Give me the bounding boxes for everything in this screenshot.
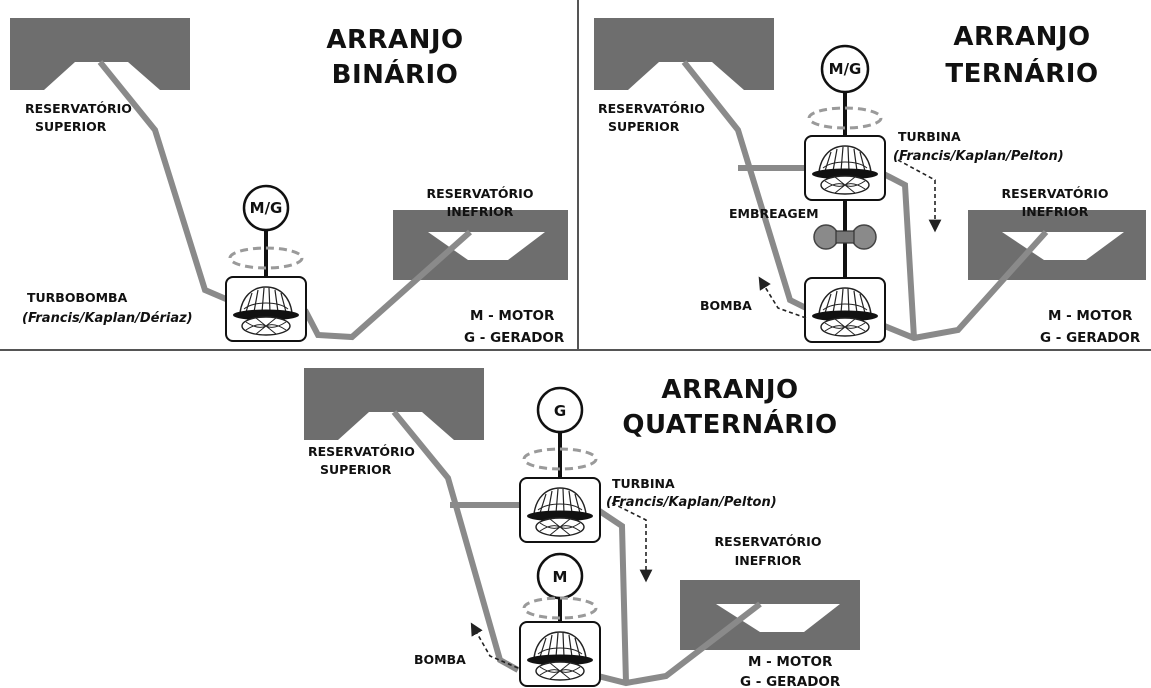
title-line2: QUATERNÁRIO — [622, 408, 837, 440]
upper-reservoir — [304, 368, 484, 440]
binary-panel: M/G ARRANJO BINÁRIO RESERVATÓRIO SUPERIO… — [10, 18, 568, 346]
pump-flow-arrow — [470, 622, 519, 669]
title-line2: BINÁRIO — [332, 58, 459, 90]
motor-generator-circle — [242, 184, 290, 232]
turbine-types: (Francis/Kaplan/Pelton) — [606, 495, 777, 510]
turbine-unit — [519, 477, 601, 543]
pump-unit — [804, 277, 886, 343]
lower-reservoir-label-line2: INEFRIOR — [735, 553, 802, 568]
rotation-indicator — [807, 106, 883, 130]
pump-label: BOMBA — [414, 652, 466, 667]
penstock-pipe — [681, 60, 1049, 342]
upper-reservoir — [594, 18, 774, 90]
upper-reservoir — [10, 18, 190, 90]
motor-generator-circle — [820, 44, 870, 94]
legend-motor: M - MOTOR — [748, 654, 833, 670]
turbine-types: (Francis/Kaplan/Pelton) — [893, 149, 1064, 164]
motor-label: M — [553, 568, 568, 586]
ternary-panel: M/G ARRANJO TERNÁRIO RESERVATÓRIO SUPERI… — [594, 18, 1146, 346]
turbine-flow-arrow — [897, 159, 942, 233]
generator-label: G — [554, 402, 566, 420]
title-line1: ARRANJO — [326, 25, 463, 55]
legend-motor: M - MOTOR — [470, 308, 555, 324]
turbine-rotation-indicator — [522, 447, 598, 471]
pump-unit — [519, 621, 601, 687]
turbopump-label: TURBOBOMBA — [27, 290, 128, 305]
title-line2: TERNÁRIO — [945, 57, 1098, 89]
title-line1: ARRANJO — [953, 22, 1090, 52]
legend-generator: G - GERADOR — [740, 674, 841, 688]
turbine-unit — [804, 135, 886, 201]
lower-reservoir-label-line1: RESERVATÓRIO — [1002, 186, 1109, 201]
pump-rotation-indicator — [522, 596, 598, 620]
rotation-indicator — [228, 246, 304, 270]
clutch-label: EMBREAGEM — [729, 206, 819, 221]
lower-reservoir-label-line1: RESERVATÓRIO — [715, 534, 822, 549]
pump-label: BOMBA — [700, 298, 752, 313]
upper-reservoir-label-line2: SUPERIOR — [608, 119, 680, 134]
turbopump-unit — [225, 276, 307, 342]
legend-generator: G - GERADOR — [1040, 330, 1141, 346]
quaternary-panel: G M ARRANJO QUATERNÁRIO RESERVATÓRIO SUP… — [304, 368, 860, 688]
pump-flow-arrow — [758, 276, 807, 319]
upper-reservoir-label-line1: RESERVATÓRIO — [598, 101, 705, 116]
lower-reservoir-label-line2: INEFRIOR — [447, 204, 514, 219]
motor-generator-label: M/G — [829, 60, 862, 78]
turbopump-types: (Francis/Kaplan/Dériaz) — [22, 311, 193, 326]
generator-circle — [536, 386, 584, 434]
lower-reservoir — [968, 210, 1146, 280]
upper-reservoir-label-line2: SUPERIOR — [35, 119, 107, 134]
lower-reservoir — [680, 580, 860, 650]
penstock-pipe — [97, 60, 472, 341]
clutch — [813, 224, 877, 250]
motor-generator-label: M/G — [250, 199, 283, 217]
upper-reservoir-label-line1: RESERVATÓRIO — [308, 444, 415, 459]
lower-reservoir — [393, 210, 568, 280]
turbine-flow-arrow — [611, 502, 653, 583]
lower-reservoir-label-line1: RESERVATÓRIO — [427, 186, 534, 201]
lower-reservoir-label-line2: INEFRIOR — [1022, 204, 1089, 219]
penstock-pipe — [391, 410, 762, 687]
turbine-label: TURBINA — [898, 129, 961, 144]
title-line1: ARRANJO — [661, 375, 798, 405]
legend-generator: G - GERADOR — [464, 330, 565, 346]
legend-motor: M - MOTOR — [1048, 308, 1133, 324]
upper-reservoir-label-line1: RESERVATÓRIO — [25, 101, 132, 116]
turbine-label: TURBINA — [612, 476, 675, 491]
upper-reservoir-label-line2: SUPERIOR — [320, 462, 392, 477]
